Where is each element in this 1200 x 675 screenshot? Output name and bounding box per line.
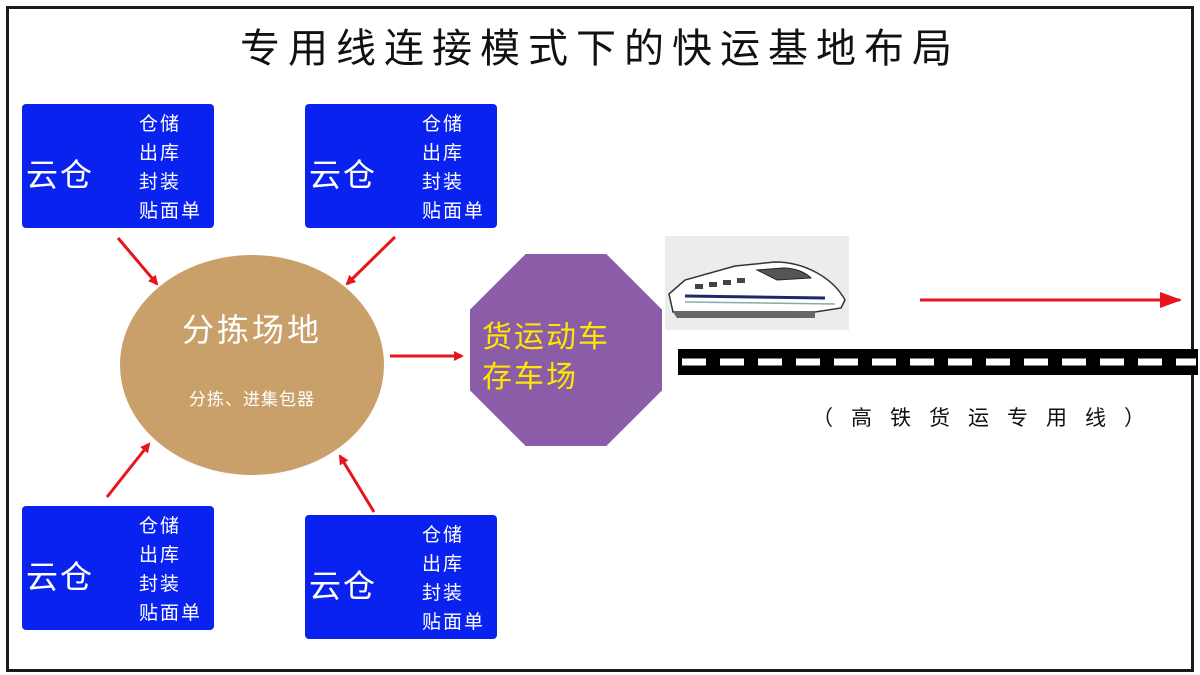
op-packing: 封装 [422, 582, 465, 604]
diagram-title: 专用线连接模式下的快运基地布局 [240, 26, 960, 72]
arrow-top-right-to-hub [345, 235, 397, 286]
rail-track [678, 349, 1198, 375]
sorting-hub: 分拣场地 分拣、进集包器 [120, 255, 384, 475]
op-storage: 仓储 [139, 515, 182, 537]
arrow-bottom-left-to-hub [105, 442, 151, 498]
rail-line-caption: （高铁货运专用线） [812, 406, 1163, 430]
cloud-warehouse-top-left: 云仓 仓储 出库 封装 贴面单 [22, 104, 214, 228]
op-outbound: 出库 [139, 142, 182, 164]
freight-emu-depot: 货运动车 存车场 [470, 254, 662, 446]
arrow-top-left-to-hub [116, 237, 159, 286]
sorting-hub-subtitle: 分拣、进集包器 [189, 390, 315, 410]
cloud-warehouse-ops: 仓储 出库 封装 贴面单 [422, 521, 485, 637]
cloud-warehouse-bottom-left: 云仓 仓储 出库 封装 贴面单 [22, 506, 214, 630]
op-storage: 仓储 [139, 113, 182, 135]
op-storage: 仓储 [422, 524, 465, 546]
op-storage: 仓储 [422, 113, 465, 135]
cloud-warehouse-label: 云仓 [26, 156, 95, 194]
op-packing: 封装 [422, 171, 465, 193]
op-labeling: 贴面单 [422, 611, 486, 633]
cloud-warehouse-ops: 仓储 出库 封装 贴面单 [422, 110, 485, 226]
sorting-hub-title: 分拣场地 [181, 311, 322, 349]
depot-label-line1: 货运动车 [482, 320, 610, 355]
op-labeling: 贴面单 [139, 602, 203, 624]
cloud-warehouse-ops: 仓储 出库 封装 贴面单 [139, 512, 202, 628]
high-speed-train-icon [665, 236, 849, 330]
cloud-warehouse-ops: 仓储 出库 封装 贴面单 [139, 110, 202, 226]
diagram-frame [6, 6, 1194, 672]
cloud-warehouse-label: 云仓 [309, 156, 378, 194]
cloud-warehouse-label: 云仓 [26, 558, 95, 596]
op-outbound: 出库 [422, 142, 465, 164]
op-labeling: 贴面单 [422, 200, 486, 222]
depot-label-line2: 存车场 [482, 360, 578, 395]
cloud-warehouse-label: 云仓 [309, 567, 378, 605]
cloud-warehouse-top-right: 云仓 仓储 出库 封装 贴面单 [305, 104, 497, 228]
op-packing: 封装 [139, 171, 182, 193]
op-labeling: 贴面单 [139, 200, 203, 222]
op-outbound: 出库 [422, 553, 465, 575]
op-outbound: 出库 [139, 544, 182, 566]
op-packing: 封装 [139, 573, 182, 595]
arrow-bottom-right-to-hub [338, 454, 376, 513]
cloud-warehouse-bottom-right: 云仓 仓储 出库 封装 贴面单 [305, 515, 497, 639]
